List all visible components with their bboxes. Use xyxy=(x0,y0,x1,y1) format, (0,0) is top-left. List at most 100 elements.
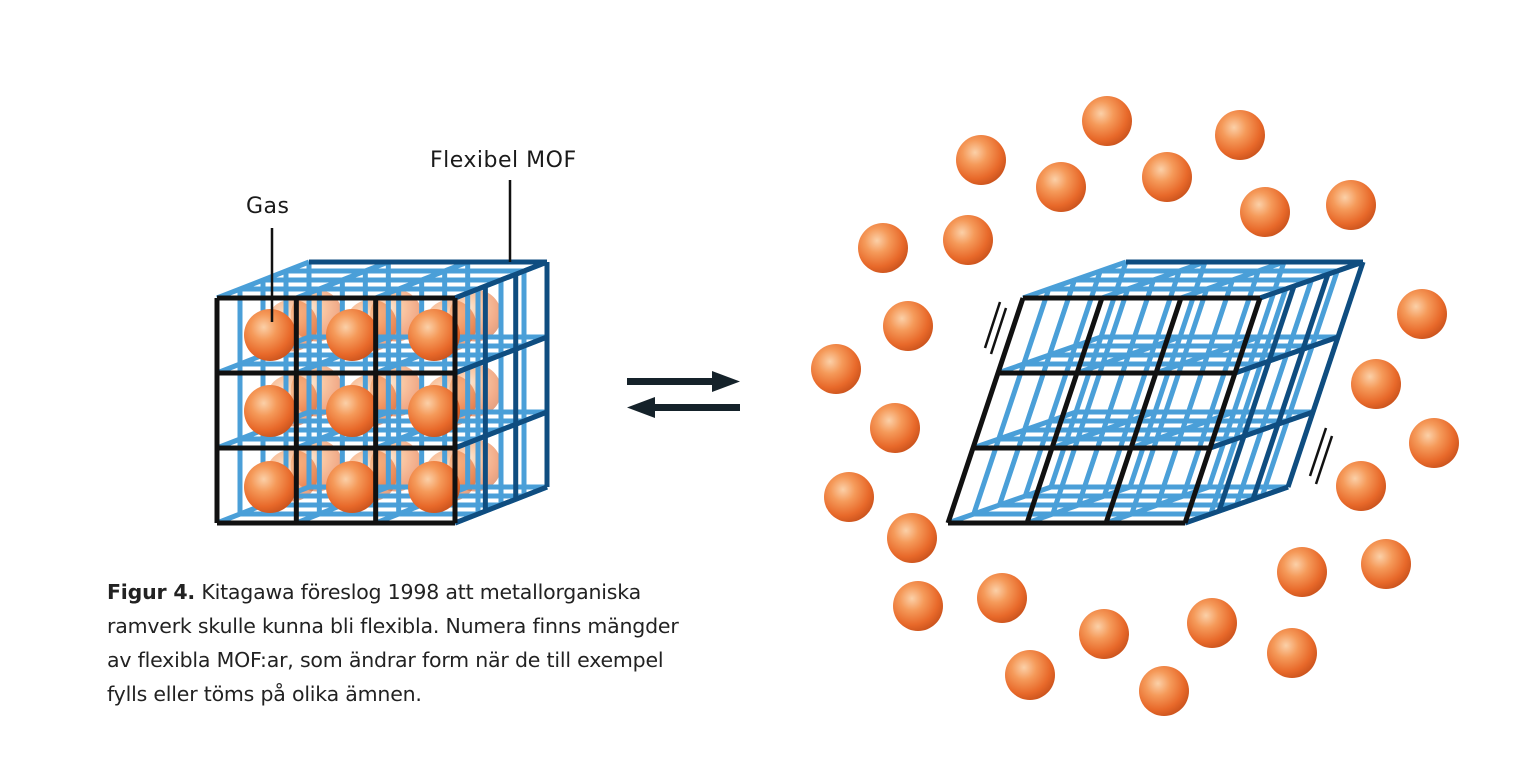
gas-molecule xyxy=(1336,461,1386,511)
side-frame-bar xyxy=(454,259,548,301)
lattice-bar xyxy=(1206,261,1287,488)
lattice-bar xyxy=(947,484,1052,526)
gas-molecule xyxy=(1326,180,1376,230)
lattice-bar xyxy=(1155,334,1260,376)
gas-molecule xyxy=(326,385,378,437)
side-frame-bar xyxy=(1250,273,1331,501)
lattice-bar xyxy=(1180,270,1261,497)
side-frame-bar xyxy=(454,409,548,451)
lattice-bar xyxy=(1076,334,1181,376)
lattice-bar xyxy=(1026,484,1131,526)
front-frame-bar xyxy=(945,297,1026,524)
lattice-bar xyxy=(1022,270,1103,497)
filled-mof-cube xyxy=(214,180,550,526)
gas-molecule xyxy=(1240,187,1290,237)
side-frame xyxy=(1126,259,1366,526)
figure-number: Figur 4. xyxy=(107,580,195,604)
lattice-bar xyxy=(972,409,1077,451)
caption-line-4: fylls eller töms på olika ämnen. xyxy=(107,682,422,706)
side-frame-bar xyxy=(454,484,548,526)
lattice-bar xyxy=(971,288,1052,515)
front-frame xyxy=(945,295,1263,526)
flexible-mof-label: Flexibel MOF xyxy=(430,148,577,173)
backward-arrow-head xyxy=(627,397,655,418)
gas-molecule xyxy=(1079,609,1129,659)
lattice-bar xyxy=(1155,279,1235,506)
lattice-bar xyxy=(1129,288,1210,515)
gas-molecule xyxy=(883,301,933,351)
side-frame xyxy=(309,259,550,526)
gas-molecule xyxy=(408,385,460,437)
side-frame-bar xyxy=(1234,334,1339,376)
gas-molecule xyxy=(326,309,378,361)
lattice-bar xyxy=(1208,288,1289,515)
gas-molecule xyxy=(244,309,296,361)
lattice-bar xyxy=(295,259,390,301)
gas-molecule xyxy=(893,581,943,631)
gas-molecule xyxy=(956,135,1006,185)
gas-molecule xyxy=(824,472,874,522)
gas-label: Gas xyxy=(246,194,290,219)
forward-arrow-shaft xyxy=(627,378,717,385)
gas-molecule xyxy=(1361,539,1411,589)
reversible-arrows-icon xyxy=(627,371,740,418)
gas-molecule xyxy=(977,573,1027,623)
side-frame-bar xyxy=(1285,261,1366,488)
lattice-bar xyxy=(1234,279,1314,506)
gas-molecule xyxy=(1139,666,1189,716)
gas-molecule xyxy=(1036,162,1086,212)
caption-text-1: Kitagawa föreslog 1998 att metallorganis… xyxy=(201,580,641,604)
caption-line-2: ramverk skulle kunna bli flexibla. Numer… xyxy=(107,614,679,638)
gas-molecule xyxy=(1215,110,1265,160)
lattice-bar xyxy=(1076,279,1156,506)
gas-molecule xyxy=(943,215,993,265)
flexed-mof-lattice xyxy=(945,259,1366,526)
gas-molecule xyxy=(408,309,460,361)
gas-molecule xyxy=(870,403,920,453)
gas-molecule xyxy=(858,223,908,273)
motion-lines-icon xyxy=(983,301,1334,485)
gas-molecule xyxy=(1409,418,1459,468)
caption-line-3: av flexibla MOF:ar, som ändrar form när … xyxy=(107,648,664,672)
gas-molecule xyxy=(244,385,296,437)
side-frame-bar xyxy=(1209,409,1314,451)
gas-molecule xyxy=(408,461,460,513)
lattice-bar xyxy=(1130,409,1235,451)
front-frame-bar xyxy=(1182,297,1263,524)
gas-molecule xyxy=(1082,96,1132,146)
gas-molecule xyxy=(887,513,937,563)
lattice-bar xyxy=(1180,259,1285,301)
lattice-bar xyxy=(374,259,469,301)
gas-molecule xyxy=(1267,628,1317,678)
side-frame-bar xyxy=(454,334,548,376)
gas-molecules-front xyxy=(244,309,460,513)
lattice-bar xyxy=(1259,270,1340,497)
backward-arrow-shaft xyxy=(650,404,740,411)
side-frame-bar xyxy=(1184,484,1289,526)
gas-molecule xyxy=(1351,359,1401,409)
lattice-bar xyxy=(1101,270,1182,497)
gas-molecule xyxy=(1397,289,1447,339)
forward-arrow-head xyxy=(712,371,740,392)
lattice-bar xyxy=(1050,288,1131,515)
side-frame-bar xyxy=(1259,259,1364,301)
gas-molecule xyxy=(1187,598,1237,648)
front-frame-bar xyxy=(1103,297,1184,524)
lattice-bar xyxy=(1105,484,1210,526)
lattice-bar xyxy=(997,334,1102,376)
caption-line-1: Figur 4. Kitagawa föreslog 1998 att meta… xyxy=(107,575,747,609)
lattice-bar xyxy=(997,279,1077,506)
lattice-bar xyxy=(1051,409,1156,451)
lattice-bar xyxy=(1101,259,1206,301)
front-frame-bar xyxy=(1024,297,1105,524)
gas-molecule xyxy=(1005,650,1055,700)
gas-molecule xyxy=(244,461,296,513)
front-frame xyxy=(214,295,458,526)
side-frame-bar xyxy=(1216,285,1297,512)
lattice-bar xyxy=(216,259,310,301)
inner-lattice xyxy=(947,259,1366,526)
gas-molecule xyxy=(1277,547,1327,597)
gas-molecule xyxy=(1142,152,1192,202)
released-gas-molecules xyxy=(811,96,1459,716)
